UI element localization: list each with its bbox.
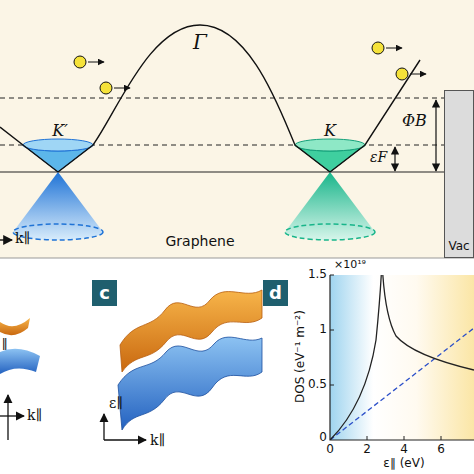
band-arch <box>58 25 330 172</box>
text-label: ∥ <box>2 338 8 352</box>
dos-curve <box>330 275 474 440</box>
linear-dos <box>330 328 474 440</box>
text-label: k∥ <box>27 408 42 423</box>
axis-arrow <box>7 395 8 440</box>
dirac-level <box>0 171 444 172</box>
axis-arrow <box>103 414 104 440</box>
panel-label-box: d <box>263 280 288 306</box>
cone-base <box>285 224 375 240</box>
lower-cone <box>285 172 375 240</box>
text-label: 4 <box>400 443 408 456</box>
text-label: 2 <box>363 443 371 456</box>
text-label: Γ <box>193 31 207 53</box>
text-label: εF <box>370 150 387 165</box>
text-label: ΦB <box>402 112 427 130</box>
vacuum-region: Vac <box>444 90 474 258</box>
text-label: K′ <box>52 122 68 140</box>
barrier-arrow <box>435 100 436 171</box>
plot-axes <box>330 275 474 440</box>
text-label: 6 <box>437 443 445 456</box>
axis-arrow <box>104 439 146 440</box>
text-label: ε∥ <box>109 396 123 411</box>
axis-arrow <box>0 239 12 240</box>
lower-cone <box>13 172 103 240</box>
band-surface <box>0 318 30 335</box>
text-label: 1 <box>319 323 327 336</box>
text-label: K <box>324 122 336 140</box>
band-line <box>0 127 58 172</box>
fermi-arrow <box>394 147 395 171</box>
fermi-disc <box>295 139 365 151</box>
node-text: c <box>99 283 110 303</box>
text-label: 0 <box>319 431 327 444</box>
panel-border <box>0 258 474 259</box>
fermi-disc <box>23 139 93 151</box>
barrier-level <box>0 98 444 99</box>
text-label: 0.5 <box>308 378 327 391</box>
node-text: Vac <box>448 240 469 253</box>
panel-ground <box>0 0 474 258</box>
text-label: 0 <box>326 443 334 456</box>
band-surface <box>0 349 40 374</box>
panel-label-box: c <box>92 280 117 306</box>
electrons <box>74 42 426 94</box>
axis-arrow <box>0 415 24 416</box>
text-label: ε∥ (eV) <box>383 457 424 470</box>
node-text: d <box>269 283 282 303</box>
text-label: ×10¹⁹ <box>334 259 366 271</box>
text-label: k∥ <box>150 433 165 448</box>
text-label: DOS (eV⁻¹ m⁻²) <box>293 311 306 404</box>
plot-ground <box>330 275 474 440</box>
ticks <box>330 275 441 440</box>
text-label: k∥ <box>15 231 30 246</box>
valence-surface <box>118 337 262 430</box>
text-label: Graphene <box>165 234 234 249</box>
text-label: 1.5 <box>308 268 327 281</box>
